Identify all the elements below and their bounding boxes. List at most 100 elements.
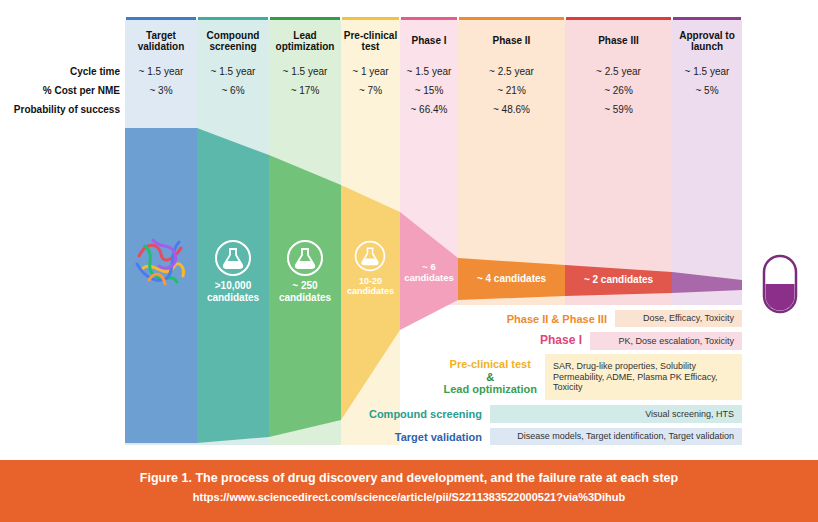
stage-value: ~ 26% bbox=[565, 83, 672, 98]
stage-value: ~ 1 year bbox=[341, 64, 400, 79]
flask-liquid bbox=[362, 259, 378, 265]
bar-heading: Phase II & Phase III bbox=[507, 312, 607, 325]
candidate-count: ~ 2 candidates bbox=[565, 274, 672, 286]
flask-icon bbox=[288, 241, 322, 275]
funnel-segment bbox=[672, 272, 742, 293]
stage-value: ~ 7% bbox=[341, 83, 400, 98]
column-top-line bbox=[342, 17, 399, 20]
bar-heading: Target validation bbox=[395, 430, 482, 443]
stage-heading: Approval to launch bbox=[672, 26, 742, 56]
column-ground bbox=[458, 20, 565, 305]
protein-strand bbox=[153, 240, 176, 268]
stage-heading: Lead optimization bbox=[269, 26, 341, 56]
stage-heading: Phase II bbox=[458, 26, 565, 56]
bar-heading-group: Phase I bbox=[540, 334, 582, 348]
bar-criteria: Dose, Efficacy, Toxicity bbox=[623, 313, 734, 323]
label-holder: Cycle time bbox=[2, 64, 120, 79]
criteria-bar: Compound screeningVisual screening, HTS bbox=[490, 405, 742, 423]
stage-value: ~ 15% bbox=[400, 83, 458, 98]
stage-value: ~ 59% bbox=[565, 102, 672, 117]
criteria-bar: Target validationDisease models, Target … bbox=[490, 428, 742, 445]
stage-value: ~ 1.5 year bbox=[197, 64, 269, 79]
column-top-line bbox=[198, 17, 268, 20]
bar-heading: Phase I bbox=[540, 334, 582, 348]
column-top-line bbox=[673, 17, 741, 20]
flask-outline bbox=[224, 249, 243, 268]
funnel-segment bbox=[341, 185, 400, 420]
stage-column: 10-20 candidates Pre-clinical test ~ 1 yea… bbox=[341, 0, 400, 455]
protein-strand bbox=[149, 274, 165, 284]
candidate-count: 10-20 candidates bbox=[341, 276, 400, 297]
caption-holder: Figure 1. The process of drug discovery … bbox=[0, 468, 818, 488]
stage-heading: Phase III bbox=[565, 26, 672, 56]
pill-outline bbox=[764, 256, 796, 312]
candidate-count: ~ 250 candidates bbox=[269, 280, 341, 303]
protein-illustration bbox=[137, 240, 183, 284]
protein-strand bbox=[141, 264, 183, 276]
flask-liquid bbox=[296, 261, 315, 268]
stage-value: ~ 3% bbox=[125, 83, 197, 98]
stage-value: ~ 2.5 year bbox=[458, 64, 565, 79]
source-url: https://www.sciencedirect.com/science/ar… bbox=[193, 491, 625, 503]
figure-caption: Figure 1. The process of drug discovery … bbox=[140, 471, 678, 485]
bar-heading-group: Phase II & Phase III bbox=[507, 312, 607, 325]
bar-heading: & bbox=[444, 371, 538, 384]
icon-ring bbox=[356, 242, 385, 271]
candidate-text: ~ 6 candidates bbox=[400, 262, 458, 284]
criteria-bar: Phase IPK, Dose escalation, Toxicity bbox=[590, 332, 742, 350]
stage-column: >10,000 candidatesCompound screening~ 1.… bbox=[197, 0, 269, 455]
bar-criteria: Disease models, Target identification, T… bbox=[498, 431, 734, 441]
funnel-segment bbox=[269, 155, 341, 437]
label-holder: https://www.sciencedirect.com/science/ar… bbox=[0, 489, 818, 505]
stage-value: ~ 66.4% bbox=[400, 102, 458, 117]
stage-value: ~ 1.5 year bbox=[269, 64, 341, 79]
stage-value: ~ 1.5 year bbox=[125, 64, 197, 79]
bar-heading-group: Pre-clinical test&Lead optimization bbox=[444, 358, 538, 396]
bar-heading-group: Compound screening bbox=[369, 408, 482, 421]
candidate-text: ~ 4 candidates bbox=[458, 273, 565, 285]
stage-column: Target validation ~ 1.5 year ~ 3% bbox=[125, 0, 197, 455]
stage-column: ~ 250 candidates Lead optimization ~ 1.5 y… bbox=[269, 0, 341, 455]
bar-heading: Lead optimization bbox=[444, 383, 538, 396]
flask-outline bbox=[296, 249, 315, 268]
flask-icon bbox=[356, 242, 385, 271]
label-holder: Probability of success bbox=[2, 102, 120, 117]
candidate-count: ~ 4 candidates bbox=[458, 273, 565, 285]
funnel-segment bbox=[400, 212, 458, 330]
column-top-line bbox=[459, 17, 564, 20]
stage-heading: Pre-clinical test bbox=[341, 26, 400, 56]
row-label: Probability of success bbox=[14, 104, 120, 115]
bar-heading: Pre-clinical test bbox=[444, 358, 538, 371]
pill-icon bbox=[764, 256, 796, 312]
stage-heading: Target validation bbox=[125, 26, 197, 56]
bar-criteria: Visual screening, HTS bbox=[498, 409, 734, 419]
funnel-segment bbox=[458, 258, 565, 300]
column-top-line bbox=[270, 17, 340, 20]
stage-heading: Phase I bbox=[400, 26, 458, 56]
column-ground bbox=[341, 20, 400, 445]
pill-fill bbox=[766, 284, 795, 311]
stage-value: ~ 17% bbox=[269, 83, 341, 98]
flask-icon bbox=[216, 241, 250, 275]
candidate-text: ~ 2 candidates bbox=[565, 274, 672, 286]
flask-outline bbox=[362, 248, 378, 264]
stage-value: ~ 48.6% bbox=[458, 102, 565, 117]
funnel-segment bbox=[197, 128, 269, 443]
bar-heading-group: Target validation bbox=[395, 430, 482, 443]
bar-criteria: SAR, Drug-like properties, Solubility Pe… bbox=[553, 361, 734, 392]
column-ground bbox=[565, 20, 672, 305]
icon-ring bbox=[288, 241, 322, 275]
column-top-line bbox=[126, 17, 196, 20]
caption-band bbox=[0, 460, 818, 522]
row-label: % Cost per NME bbox=[43, 85, 120, 96]
bar-heading: Compound screening bbox=[369, 408, 482, 421]
flask-liquid bbox=[224, 261, 243, 268]
column-ground bbox=[672, 20, 742, 305]
stage-value: ~ 1.5 year bbox=[672, 64, 742, 79]
column-top-line bbox=[401, 17, 457, 20]
candidate-text: ~ 250 candidates bbox=[269, 280, 341, 303]
bar-criteria: PK, Dose escalation, Toxicity bbox=[598, 336, 734, 346]
icon-ring bbox=[216, 241, 250, 275]
criteria-bar: Phase II & Phase IIIDose, Efficacy, Toxi… bbox=[615, 310, 742, 327]
